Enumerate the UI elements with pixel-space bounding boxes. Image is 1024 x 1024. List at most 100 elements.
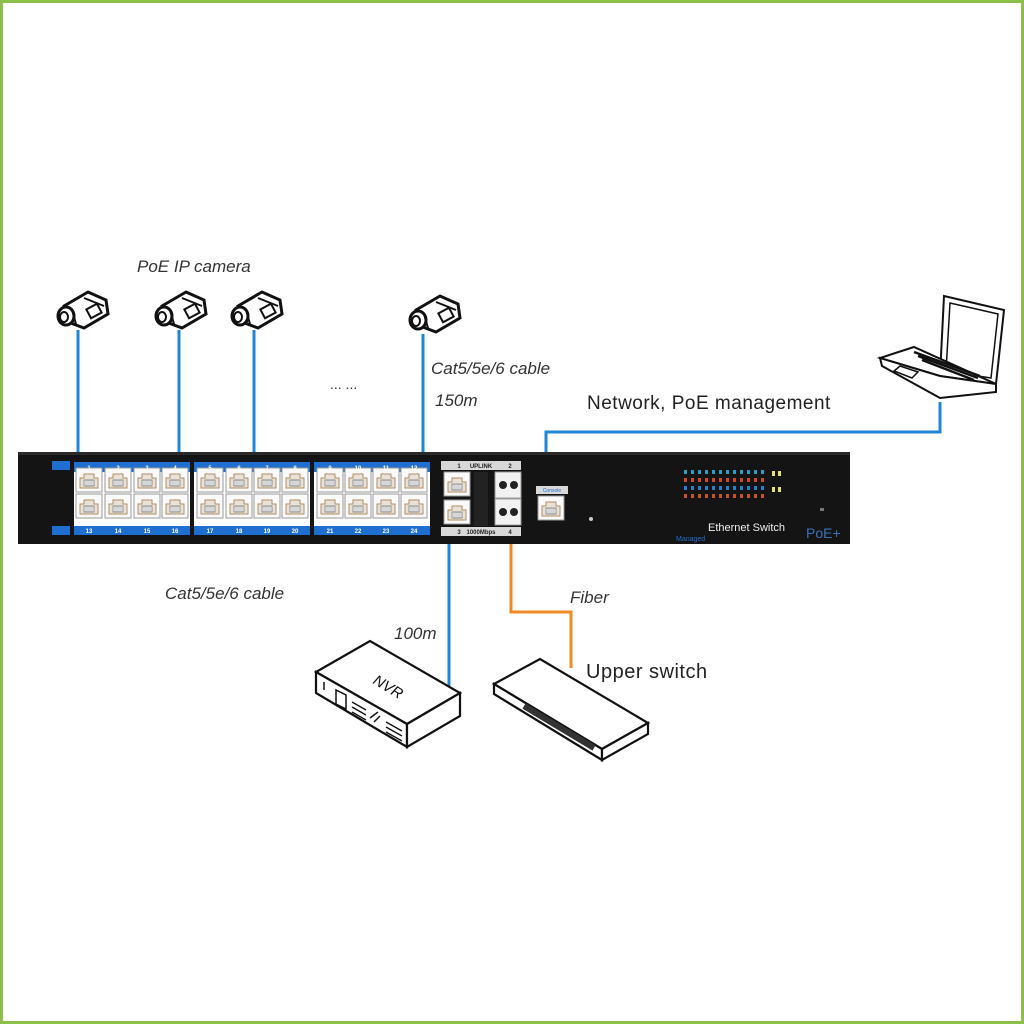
status-led xyxy=(684,486,687,490)
status-led xyxy=(705,494,708,498)
status-led xyxy=(747,470,750,474)
status-led xyxy=(712,494,715,498)
status-led xyxy=(740,494,743,498)
status-led xyxy=(747,478,750,482)
port-label: 19 xyxy=(264,529,271,535)
port-group-1 xyxy=(52,461,190,535)
port-label: 9 xyxy=(328,466,332,472)
status-led xyxy=(719,494,722,498)
nvr-cable-label: Cat5/5e/6 cable xyxy=(165,584,285,603)
status-led xyxy=(754,494,757,498)
sfp-port xyxy=(494,498,522,526)
status-led xyxy=(733,470,736,474)
status-led xyxy=(712,486,715,490)
uplink-port-3-label: 3 xyxy=(457,530,461,536)
nvr-cable xyxy=(438,540,451,692)
status-led xyxy=(747,494,750,498)
port-label: 24 xyxy=(411,529,418,535)
status-led xyxy=(719,486,722,490)
status-led xyxy=(772,487,775,492)
uplink-footer: 1000Mbps xyxy=(466,530,496,536)
status-led xyxy=(684,494,687,498)
port-label: 12 xyxy=(411,466,418,472)
port-label: 7 xyxy=(265,466,269,472)
status-led xyxy=(772,471,775,476)
status-led xyxy=(698,478,701,482)
status-led xyxy=(754,470,757,474)
camera-group-label: PoE IP camera xyxy=(137,257,251,276)
reset-button xyxy=(589,517,593,521)
status-led xyxy=(712,478,715,482)
status-led xyxy=(698,470,701,474)
switch-name: Ethernet Switch xyxy=(708,522,785,534)
camera-cable-length: 150m xyxy=(435,391,478,410)
port-label: 16 xyxy=(172,529,179,535)
management-label: Network, PoE management xyxy=(587,393,831,414)
uplink-header: UPLINK xyxy=(470,464,493,470)
status-led xyxy=(691,478,694,482)
status-led xyxy=(726,494,729,498)
uplink-port-1-label: 1 xyxy=(457,464,461,470)
status-led xyxy=(761,478,764,482)
status-led xyxy=(691,470,694,474)
status-led xyxy=(698,486,701,490)
port-label: 2 xyxy=(116,466,120,472)
management-laptop xyxy=(876,294,1006,400)
status-led xyxy=(733,486,736,490)
camera-cable-label: Cat5/5e/6 cable xyxy=(431,359,551,378)
status-led xyxy=(691,494,694,498)
camera-2 xyxy=(154,290,208,330)
status-led xyxy=(684,478,687,482)
status-led xyxy=(719,470,722,474)
status-led xyxy=(778,471,781,476)
status-led xyxy=(705,486,708,490)
uplink-block: 1 UPLINK 2 3 1000Mbps 4 xyxy=(441,461,522,536)
uplink-port-2-label: 2 xyxy=(508,464,512,470)
port-label: 15 xyxy=(144,529,151,535)
port-label: 3 xyxy=(145,466,149,472)
status-led xyxy=(754,486,757,490)
switch-subtitle: Managed xyxy=(676,536,705,543)
status-led xyxy=(712,470,715,474)
port-label: 4 xyxy=(173,466,177,472)
port-label: 8 xyxy=(293,466,297,472)
port-label: 20 xyxy=(292,529,299,535)
camera-3 xyxy=(230,290,284,330)
status-led xyxy=(733,494,736,498)
port-label: 5 xyxy=(208,466,212,472)
port-label: 11 xyxy=(383,466,390,472)
fiber-cable xyxy=(509,540,573,668)
status-led xyxy=(719,478,722,482)
uplink-rj45-port xyxy=(443,471,471,497)
port-label: 6 xyxy=(237,466,241,472)
uplink-port-4-label: 4 xyxy=(508,530,512,536)
port-label: 22 xyxy=(355,529,362,535)
nvr-device xyxy=(313,639,463,749)
more-cameras-ellipsis: ... ... xyxy=(330,376,358,392)
upper-switch-label: Upper switch xyxy=(586,661,708,683)
port-label: 13 xyxy=(86,529,93,535)
port-label: 17 xyxy=(207,529,214,535)
status-led xyxy=(740,486,743,490)
fiber-label: Fiber xyxy=(570,588,609,607)
management-cable xyxy=(544,402,942,452)
console-port: Console xyxy=(536,486,568,521)
status-led xyxy=(761,494,764,498)
status-led xyxy=(740,478,743,482)
status-led-panel xyxy=(684,470,781,498)
camera-4 xyxy=(408,294,462,334)
status-led xyxy=(698,494,701,498)
port-group-3 xyxy=(314,462,430,535)
status-led xyxy=(747,486,750,490)
status-led xyxy=(761,470,764,474)
sfp-port xyxy=(494,471,522,499)
status-led xyxy=(684,470,687,474)
status-led xyxy=(754,478,757,482)
port-label: 18 xyxy=(236,529,243,535)
status-led xyxy=(705,478,708,482)
poe-switch: 1 2 3 4 13 14 15 16 5 6 7 8 17 18 19 20 … xyxy=(18,452,850,544)
status-led xyxy=(778,487,781,492)
status-led xyxy=(740,470,743,474)
